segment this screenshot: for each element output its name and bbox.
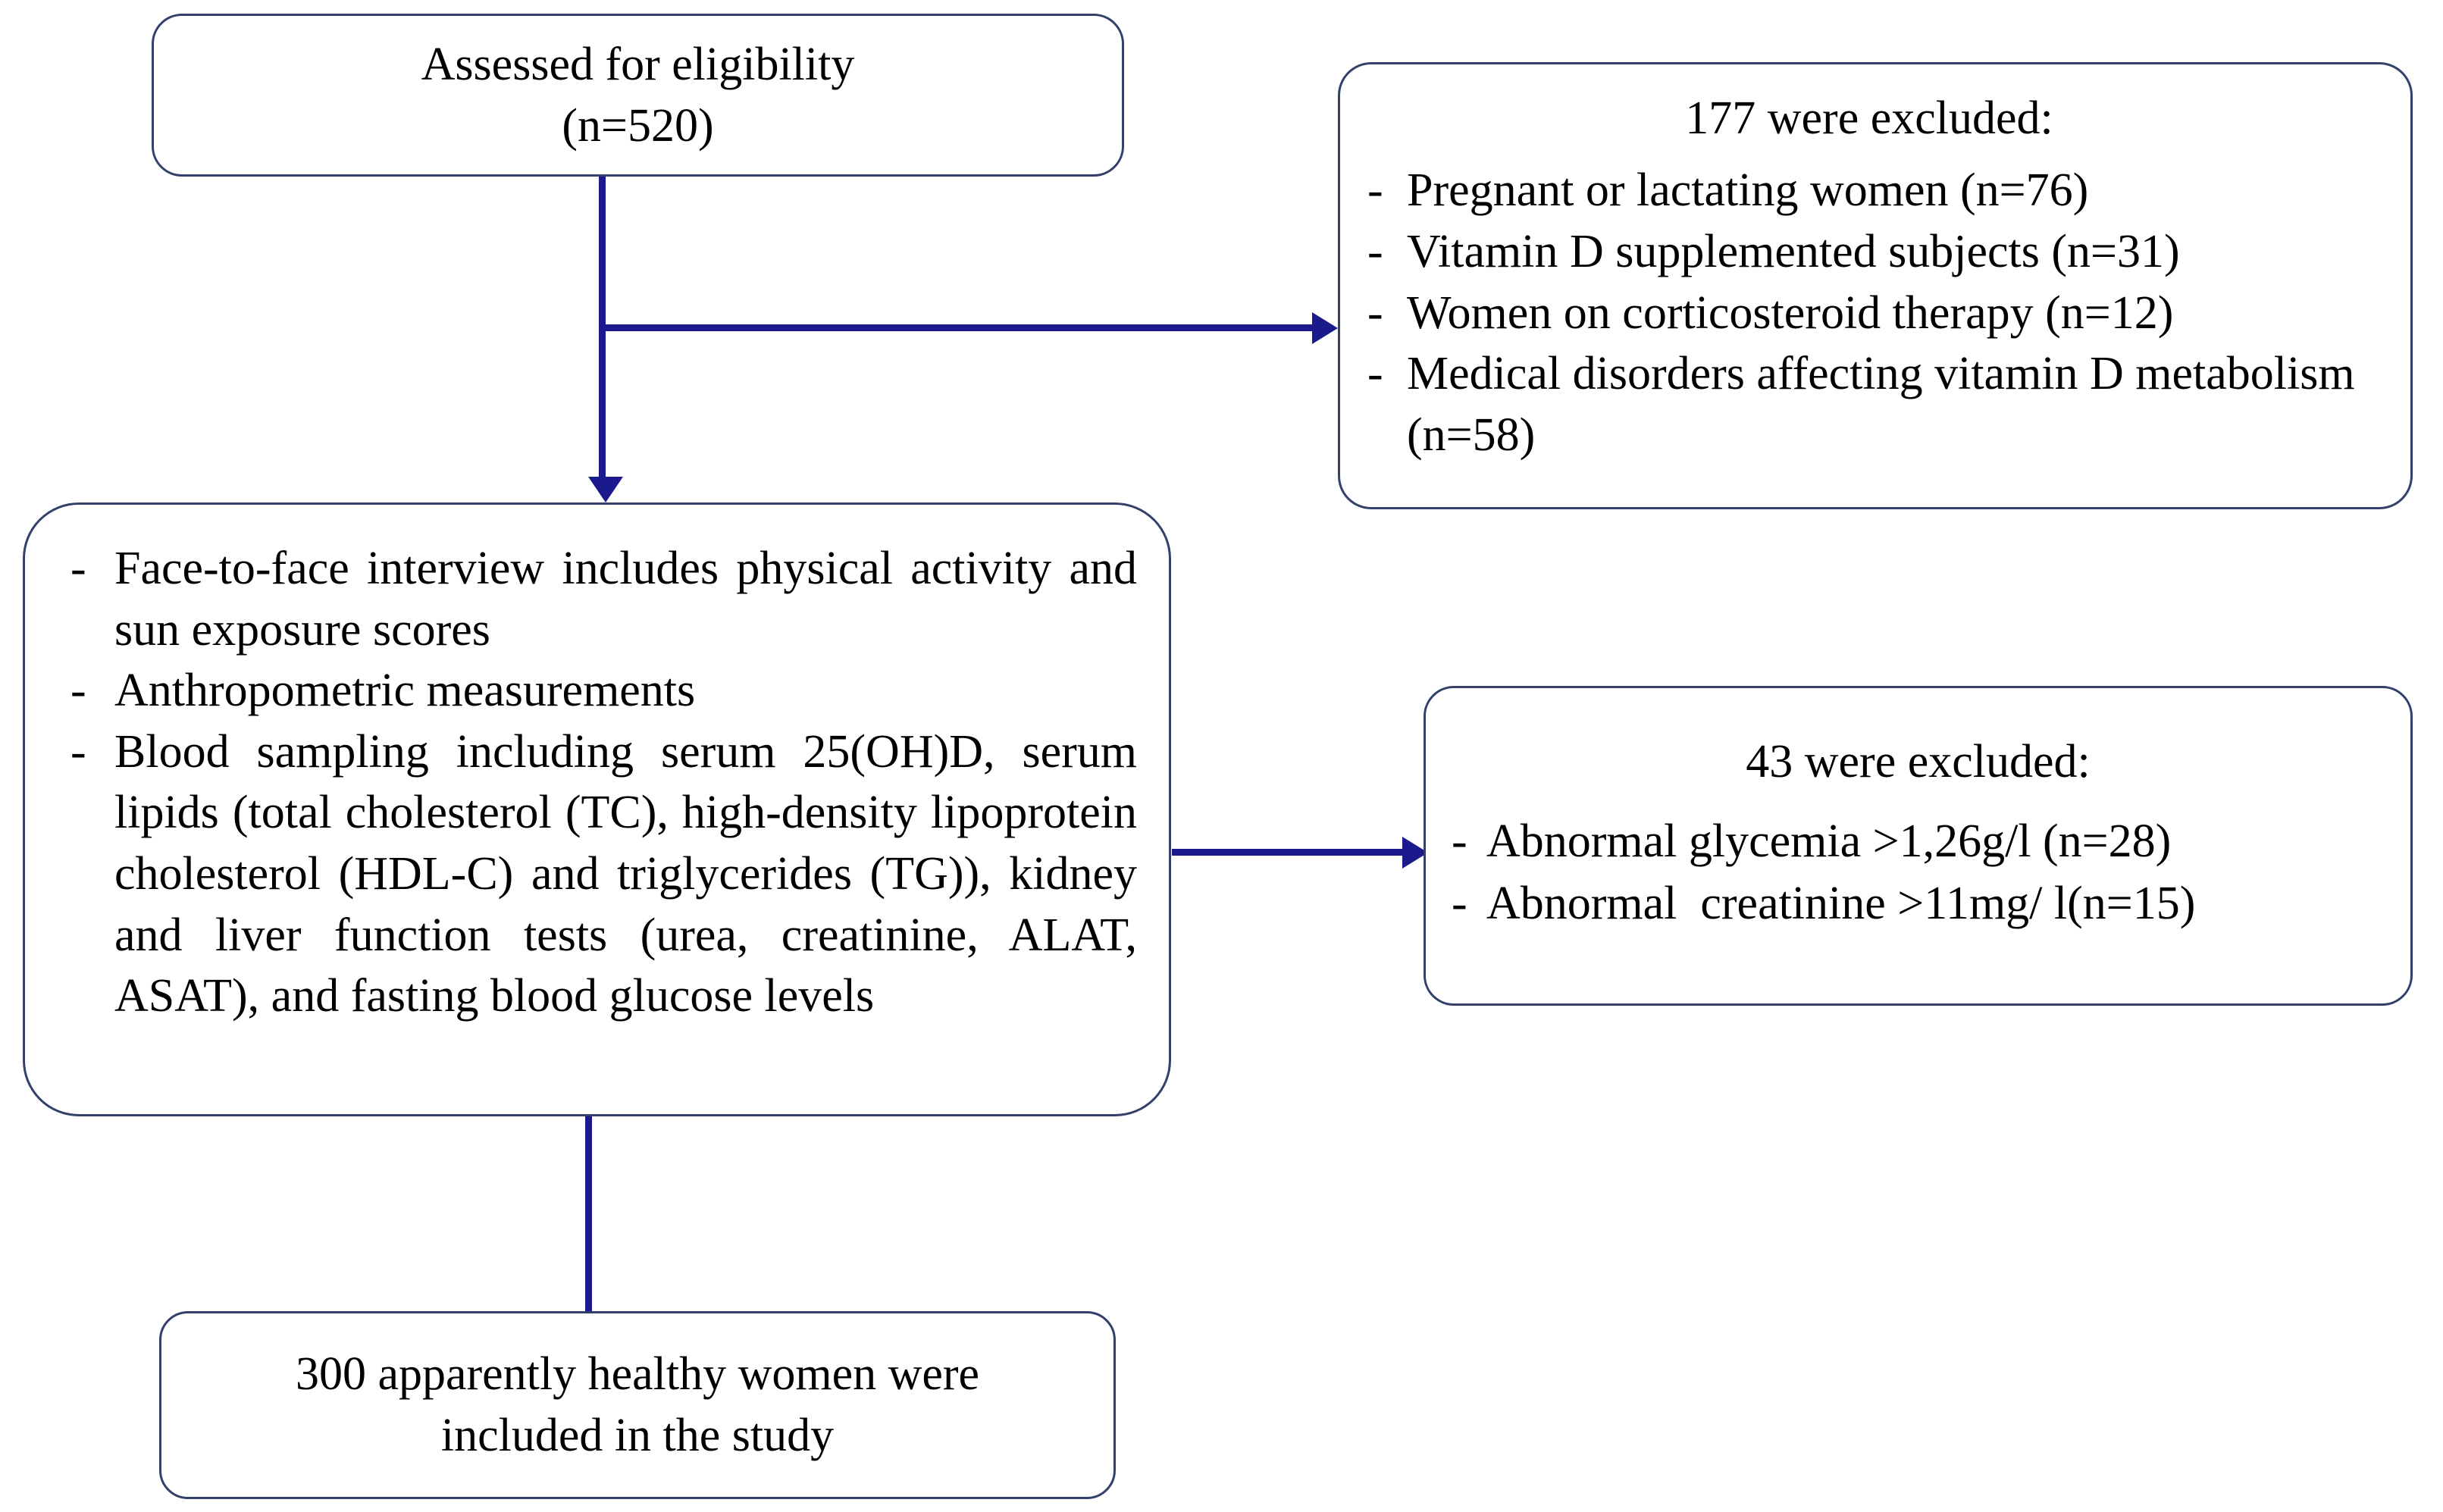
connector-to-excluded-1	[603, 324, 1314, 331]
list-item: Abnormal glycemia >1,26g/l (n=28)	[1452, 811, 2385, 873]
included-line-2: included in the study	[440, 1410, 835, 1461]
node-assessed-for-eligibility: Assessed for eligibility (n=520)	[152, 14, 1124, 177]
list-item: Medical disorders affecting vitamin D me…	[1363, 343, 2376, 465]
list-item: Anthropometric measurements	[60, 660, 1137, 722]
arrow-head-right-excluded-1	[1312, 312, 1338, 344]
node-excluded-177: 177 were excluded: Pregnant or lactating…	[1338, 62, 2413, 509]
connector-to-excluded-2	[1172, 849, 1404, 856]
arrow-head-down-procedures	[588, 477, 623, 502]
excluded-1-reason-list: Pregnant or lactating women (n=76) Vitam…	[1363, 160, 2376, 465]
excluded-2-title: 43 were excluded:	[1746, 736, 2091, 787]
eligibility-line-1: Assessed for eligibility	[421, 38, 855, 90]
included-line-1: 300 apparently healthy women were	[295, 1348, 980, 1401]
list-item: Blood sampling including serum 25(OH)D, …	[60, 722, 1137, 1027]
node-excluded-43: 43 were excluded: Abnormal glycemia >1,2…	[1424, 686, 2413, 1006]
excluded-2-reason-list: Abnormal glycemia >1,26g/l (n=28) Abnorm…	[1452, 811, 2385, 935]
connector-eligibility-to-procedures	[599, 177, 606, 480]
list-item: Face-to-face interview includes physical…	[60, 538, 1137, 660]
connector-procedures-to-included	[585, 1116, 592, 1312]
node-study-procedures: Face-to-face interview includes physical…	[23, 502, 1171, 1116]
list-item: Women on corticosteroid therapy (n=12)	[1363, 283, 2376, 344]
list-item: Vitamin D supplemented subjects (n=31)	[1363, 221, 2376, 283]
node-included-in-study: 300 apparently healthy women were includ…	[159, 1311, 1116, 1499]
list-item: Abnormal creatinine >11mg/ l(n=15)	[1452, 873, 2385, 935]
excluded-1-title: 177 were excluded:	[1685, 92, 2053, 144]
eligibility-line-2: (n=520)	[562, 99, 714, 152]
list-item: Pregnant or lactating women (n=76)	[1363, 160, 2376, 221]
procedures-list: Face-to-face interview includes physical…	[60, 538, 1137, 1027]
